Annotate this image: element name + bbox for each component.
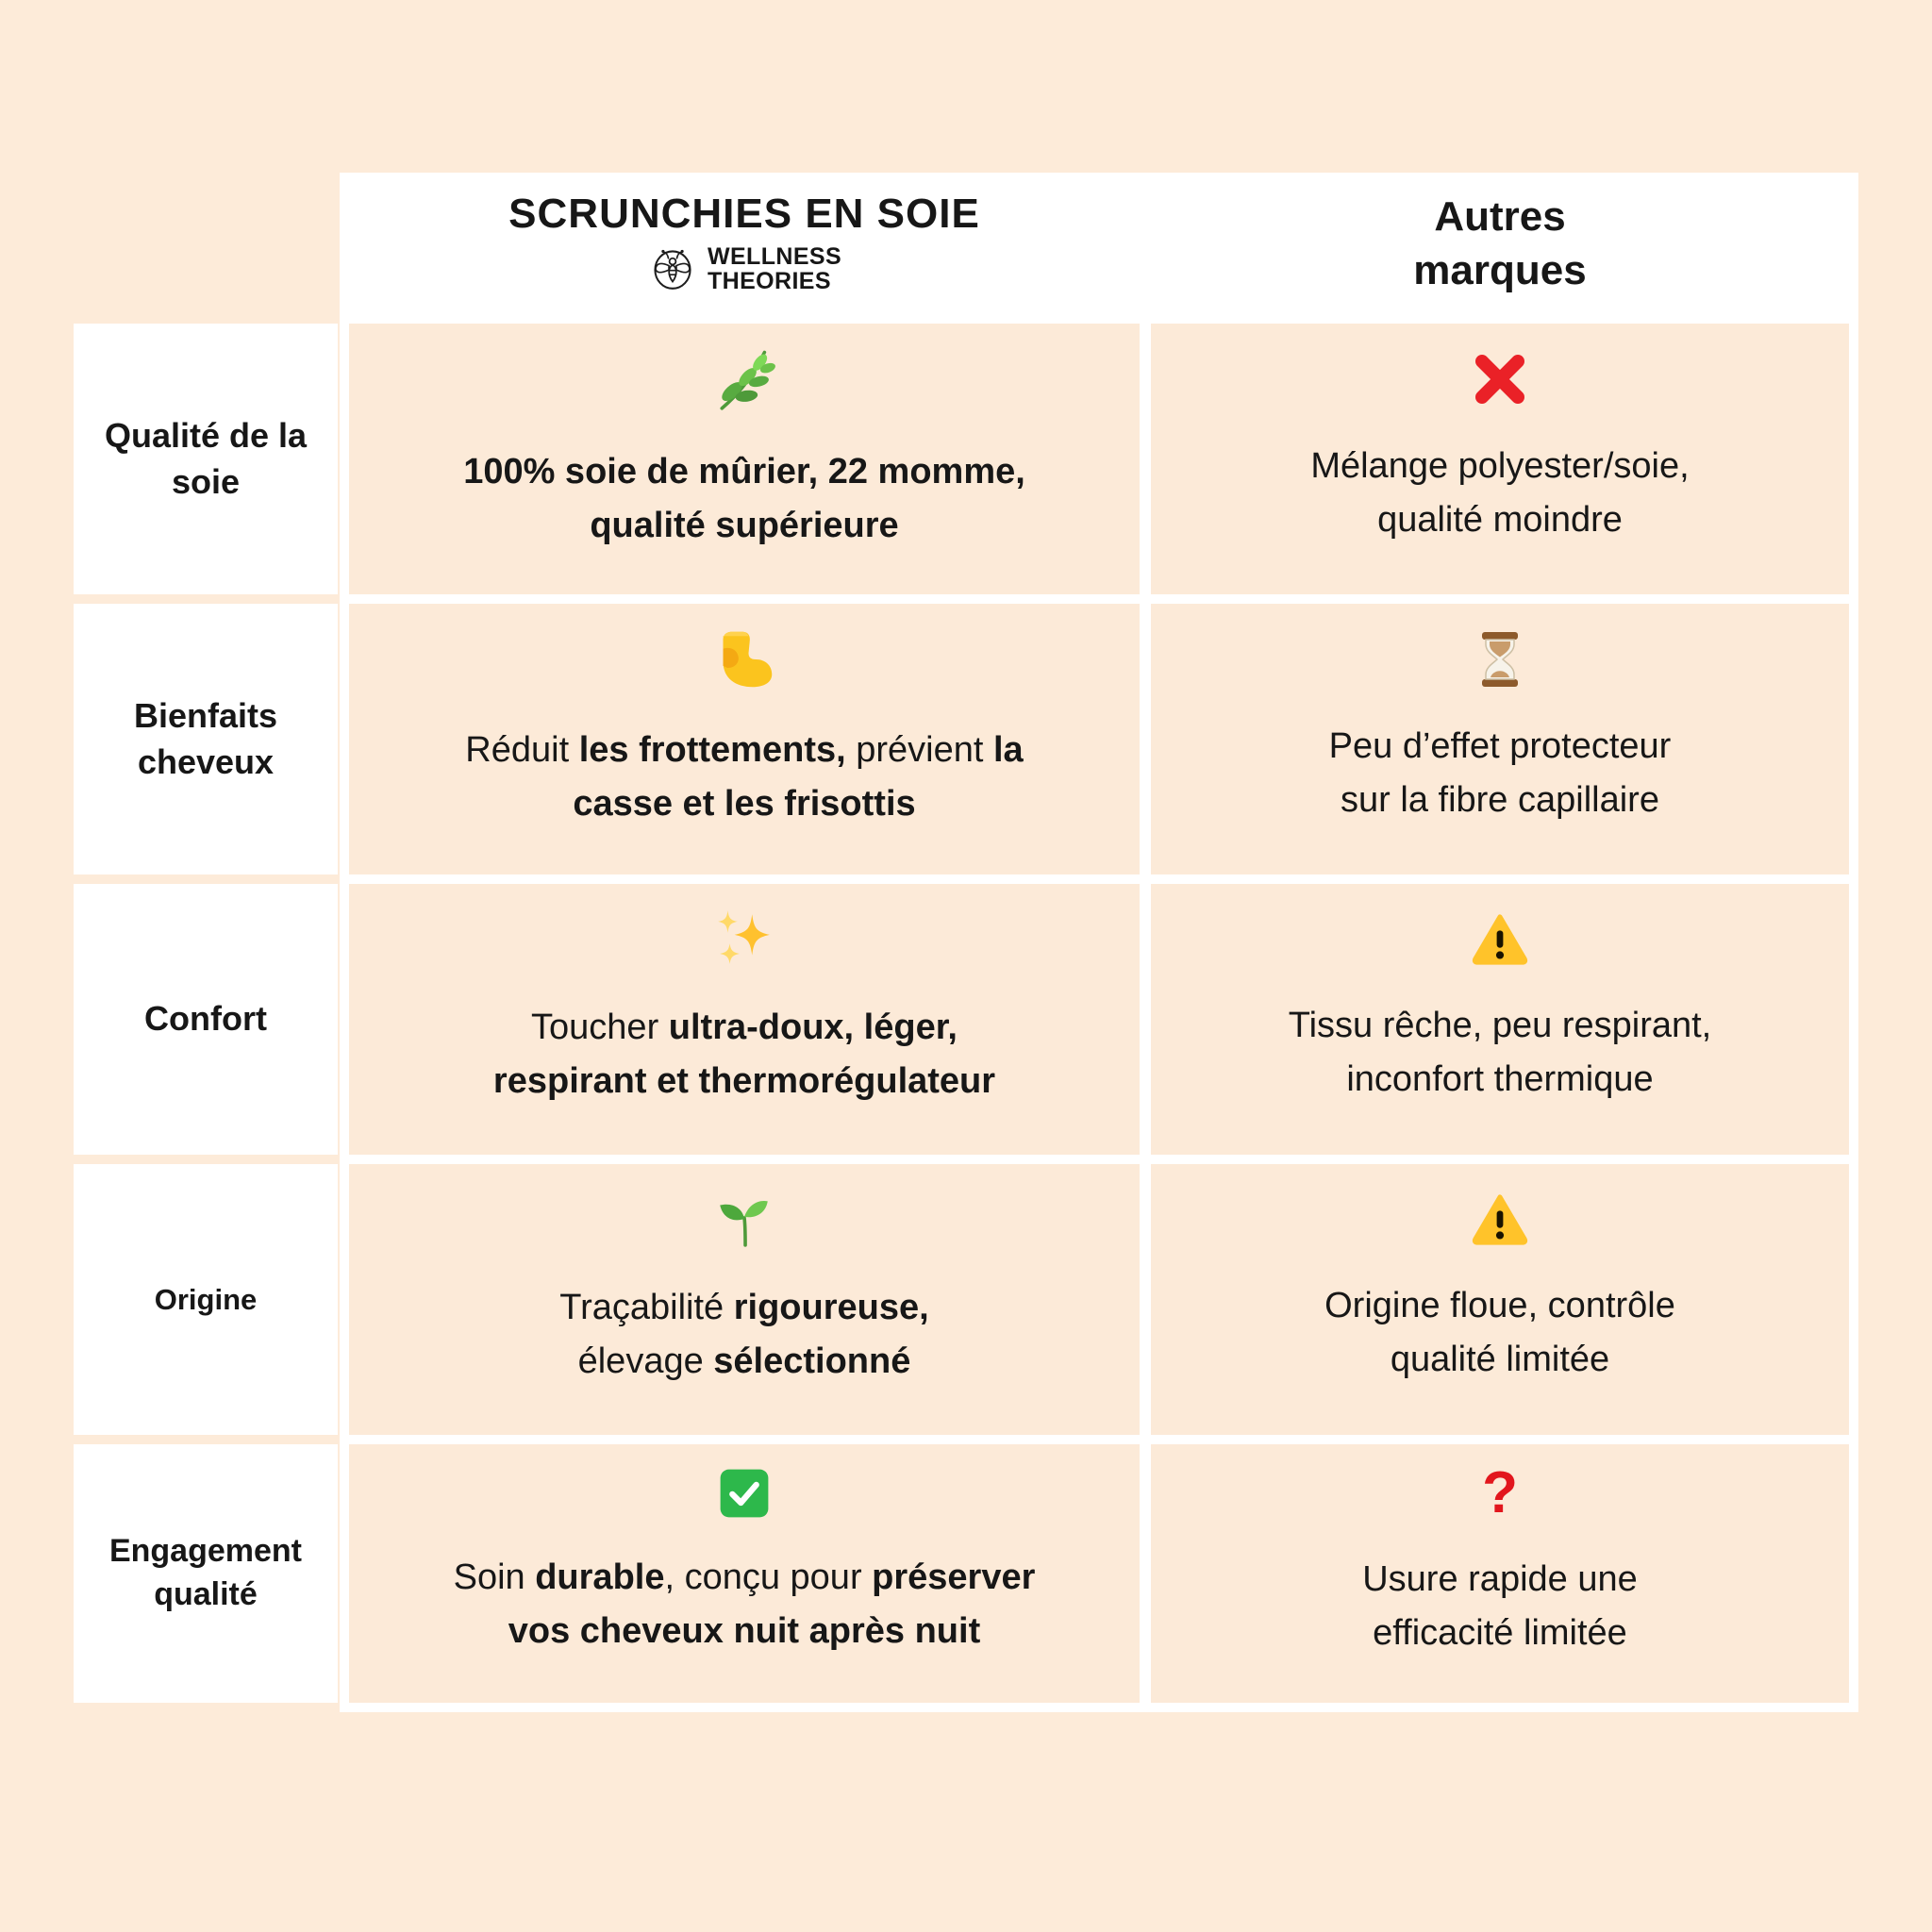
product-text: 100% soie de mûrier, 22 momme,qualité su… bbox=[463, 451, 1025, 545]
row-label-cell: Qualité de la soie bbox=[74, 324, 338, 594]
cross-mark-icon bbox=[1470, 349, 1530, 409]
product-cell: Toucher ultra-doux, léger,respirant et t… bbox=[349, 884, 1140, 1155]
warning-icon bbox=[1471, 910, 1529, 969]
row-label-cell: Bienfaits cheveux bbox=[74, 604, 338, 874]
brand-lockup: WELLNESS THEORIES bbox=[647, 243, 841, 294]
brand-line-2: THEORIES bbox=[707, 267, 831, 294]
comparison-table: SCRUNCHIES EN SOIE WELLNESS THEORIES Aut… bbox=[74, 173, 1858, 1712]
row-label: Qualité de la soie bbox=[104, 415, 308, 501]
hourglass-icon bbox=[1470, 629, 1530, 690]
product-cell: 100% soie de mûrier, 22 momme,qualité su… bbox=[349, 324, 1140, 594]
seedling-icon bbox=[713, 1189, 775, 1251]
row-label: Bienfaits cheveux bbox=[133, 695, 278, 781]
warning-icon bbox=[1471, 1191, 1529, 1249]
other-text: Tissu rêche, peu respirant,inconfort the… bbox=[1288, 1005, 1712, 1099]
bee-icon bbox=[647, 243, 698, 294]
flexed-biceps-icon bbox=[710, 625, 778, 693]
product-column-title: SCRUNCHIES EN SOIE bbox=[508, 190, 980, 237]
other-cell: Tissu rêche, peu respirant,inconfort the… bbox=[1151, 884, 1849, 1155]
brand-name: WELLNESS THEORIES bbox=[708, 244, 841, 293]
product-cell: Traçabilité rigoureuse,élevage sélection… bbox=[349, 1164, 1140, 1435]
other-column-title: Autres marques bbox=[1413, 192, 1587, 293]
row-label: Confort bbox=[144, 999, 267, 1039]
brand-line-1: WELLNESS bbox=[707, 242, 842, 270]
product-text: Traçabilité rigoureuse,élevage sélection… bbox=[559, 1287, 929, 1381]
row-label-cell: Engagement qualité bbox=[74, 1444, 338, 1703]
product-text: Toucher ultra-doux, léger,respirant et t… bbox=[492, 1007, 996, 1101]
row-label-cell: Origine bbox=[74, 1164, 338, 1435]
product-column-header: SCRUNCHIES EN SOIE WELLNESS THEORIES bbox=[349, 173, 1140, 314]
row-label-cell: Confort bbox=[74, 884, 338, 1155]
sparkles-icon bbox=[713, 908, 775, 971]
other-text: Mélange polyester/soie,qualité moindre bbox=[1310, 445, 1690, 540]
herb-icon bbox=[708, 343, 780, 415]
comparison-grid: SCRUNCHIES EN SOIE WELLNESS THEORIES Aut… bbox=[74, 173, 1858, 1712]
row-label: Origine bbox=[154, 1282, 258, 1316]
other-column-header: Autres marques bbox=[1151, 173, 1849, 314]
other-cell: Mélange polyester/soie,qualité moindre bbox=[1151, 324, 1849, 594]
row-label: Engagement qualité bbox=[108, 1533, 303, 1612]
question-mark-icon: ? bbox=[1482, 1460, 1518, 1525]
check-mark-button-icon bbox=[717, 1466, 772, 1521]
